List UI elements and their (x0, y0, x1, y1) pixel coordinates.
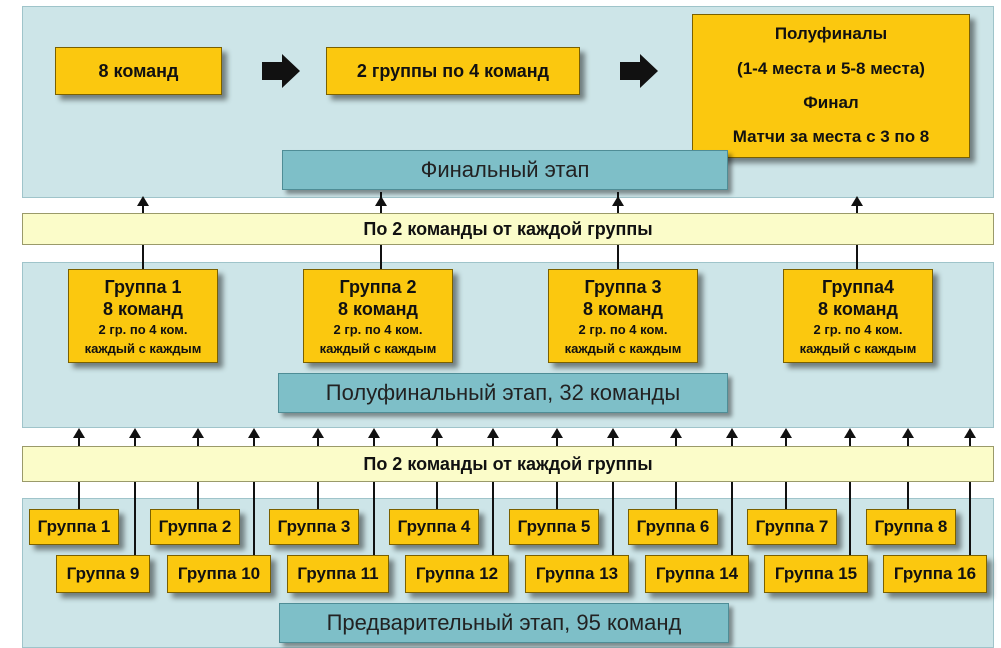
flow-arrows (262, 54, 658, 88)
prelim-group-label: Группа 14 (655, 564, 739, 583)
prelim-group-label: Группа 13 (535, 564, 619, 583)
semifinal-stage-label: Полуфинальный этап, 32 команды (325, 380, 681, 405)
group-title: Группа 3 (584, 277, 662, 297)
semifinals-label: Полуфиналы (774, 24, 888, 43)
prelim-group-12: Группа 12 (405, 555, 509, 593)
group-count: 8 команд (818, 299, 898, 319)
prelim-group-13: Группа 13 (525, 555, 629, 593)
group-count: 8 команд (103, 299, 183, 319)
prelim-group-9: Группа 9 (56, 555, 150, 593)
prelim-group-label: Группа 5 (517, 517, 591, 536)
prelim-group-label: Группа 7 (755, 517, 829, 536)
final-label: Финал (803, 93, 859, 112)
group-note: 2 гр. по 4 ком. (578, 322, 668, 337)
prelim-group-5: Группа 5 (509, 509, 599, 545)
prelim-group-8: Группа 8 (866, 509, 956, 545)
playoffs-box: Полуфиналы (1-4 места и 5-8 места) Финал… (692, 14, 970, 158)
final-stage-label-box: Финальный этап (282, 150, 728, 190)
group-note: 2 гр. по 4 ком. (98, 322, 188, 337)
preliminary-stage-label: Предварительный этап, 95 команд (326, 610, 682, 635)
two-groups-box: 2 группы по 4 команд (326, 47, 580, 95)
group-count: 8 команд (583, 299, 663, 319)
teams-8-label: 8 команд (98, 61, 179, 81)
prelim-group-label: Группа 12 (415, 564, 499, 583)
prelim-group-label: Группа 1 (37, 517, 111, 536)
prelim-group-2: Группа 2 (150, 509, 240, 545)
group-note: каждый с каждым (319, 341, 437, 356)
prelim-group-3: Группа 3 (269, 509, 359, 545)
group-note: каждый с каждым (564, 341, 682, 356)
prelim-group-7: Группа 7 (747, 509, 837, 545)
group-title: Группа4 (821, 277, 895, 297)
prelim-group-label: Группа 6 (636, 517, 710, 536)
qualifier-band-top-label: По 2 команды от каждой группы (363, 219, 653, 239)
qualifier-band-bottom-label: По 2 команды от каждой группы (363, 454, 653, 474)
prelim-group-label: Группа 4 (397, 517, 471, 536)
prelim-group-6: Группа 6 (628, 509, 718, 545)
prelim-group-4: Группа 4 (389, 509, 479, 545)
prelim-group-14: Группа 14 (645, 555, 749, 593)
prelim-group-15: Группа 15 (764, 555, 868, 593)
semifinal-group-2: Группа 2 8 команд 2 гр. по 4 ком. каждый… (303, 269, 453, 363)
prelim-group-label: Группа 3 (277, 517, 351, 536)
prelim-group-label: Группа 10 (177, 564, 261, 583)
teams-8-box: 8 команд (55, 47, 222, 95)
prelim-group-label: Группа 16 (893, 564, 977, 583)
prelim-group-label: Группа 8 (874, 517, 948, 536)
semifinal-group-1: Группа 1 8 команд 2 гр. по 4 ком. каждый… (68, 269, 218, 363)
prelim-group-10: Группа 10 (167, 555, 271, 593)
semifinal-stage-label-box: Полуфинальный этап, 32 команды (278, 373, 728, 413)
prelim-group-1: Группа 1 (29, 509, 119, 545)
group-title: Группа 1 (104, 277, 182, 297)
prelim-group-11: Группа 11 (287, 555, 389, 593)
group-note: каждый с каждым (84, 341, 202, 356)
prelim-group-label: Группа 11 (297, 564, 379, 583)
qualifier-band-top: По 2 команды от каждой группы (22, 213, 994, 245)
group-title: Группа 2 (339, 277, 417, 297)
prelim-group-16: Группа 16 (883, 555, 987, 593)
prelim-group-label: Группа 15 (774, 564, 858, 583)
final-stage-label: Финальный этап (420, 157, 590, 182)
preliminary-stage-label-box: Предварительный этап, 95 команд (279, 603, 729, 643)
group-note: каждый с каждым (799, 341, 917, 356)
qualifier-band-bottom: По 2 команды от каждой группы (22, 446, 994, 482)
semifinal-group-4: Группа4 8 команд 2 гр. по 4 ком. каждый … (783, 269, 933, 363)
places-label: (1-4 места и 5-8 места) (737, 59, 925, 78)
two-groups-label: 2 группы по 4 команд (356, 61, 550, 81)
prelim-group-label: Группа 9 (66, 564, 140, 583)
group-count: 8 команд (338, 299, 418, 319)
prelim-group-label: Группа 2 (158, 517, 232, 536)
group-note: 2 гр. по 4 ком. (333, 322, 423, 337)
group-note: 2 гр. по 4 ком. (813, 322, 903, 337)
placement-matches-label: Матчи за места с 3 по 8 (732, 127, 930, 146)
semifinal-group-3: Группа 3 8 команд 2 гр. по 4 ком. каждый… (548, 269, 698, 363)
